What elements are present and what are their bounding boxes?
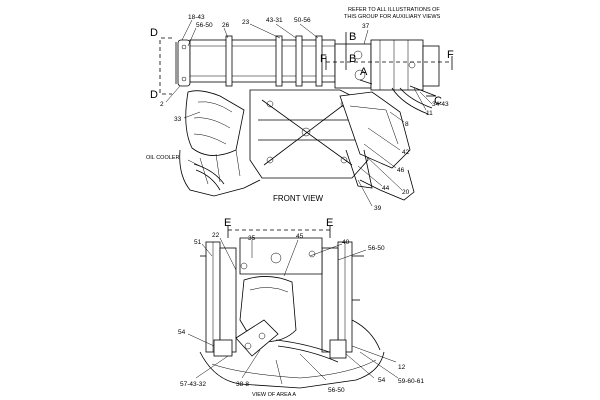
front-view-assembly [175,35,440,201]
callout-59-60-61: 59-60-61 [398,378,424,385]
callout-54-right: 54 [378,377,386,384]
view-letter-f-left: F [320,53,327,65]
callout-45: 45 [296,233,304,240]
front-view-caption: FRONT VIEW [273,194,324,203]
view-letter-d-top: D [150,27,158,39]
callout-12: 12 [398,364,406,371]
view-letter-d-bottom: D [150,89,158,101]
callout-43-31: 43-31 [266,17,283,24]
view-marker-f: F F [320,49,454,70]
view-marker-b: B B [345,31,356,70]
callout-46: 46 [397,167,405,174]
callout-33: 33 [174,116,182,123]
area-a-callouts: 51 22 35 45 40 56-50 54 57-43-32 38-8 56… [178,232,424,394]
area-letter-a: A [360,66,368,78]
callout-23: 23 [242,19,250,26]
front-view-callouts: 18-43 56-50 26 23 43-31 50-56 37 2 33 11… [146,14,449,212]
callout-56-50-top: 56-50 [368,245,385,252]
view-letter-e-left: E [224,217,231,229]
reference-note-line1: REFER TO ALL ILLUSTRATIONS OF [348,7,440,13]
callout-39: 39 [374,205,382,212]
callout-40: 40 [342,239,350,246]
view-letter-f-right: F [447,49,454,61]
callout-20: 20 [402,189,410,196]
callout-54-left: 54 [178,329,186,336]
area-a-caption: VIEW OF AREA A [252,392,296,398]
callout-38-6: 38-8 [236,381,249,388]
area-a-assembly [199,226,385,389]
reference-note-line2: THIS GROUP FOR AUXILIARY VIEWS [344,14,441,20]
callout-56-50-bottom: 56-50 [328,387,345,394]
callout-35: 35 [248,235,256,242]
callout-42: 42 [402,149,410,156]
callout-34-43: 34-43 [432,101,449,108]
callout-2: 2 [160,101,164,108]
callout-18-43: 18-43 [188,14,205,21]
oil-cooler-label: OIL COOLER [146,155,179,161]
view-letter-b-top: B [349,31,356,43]
callout-44: 44 [382,185,390,192]
view-marker-e: E E [224,217,333,229]
callout-37: 37 [362,23,370,30]
callout-11: 11 [426,110,433,117]
callout-8: 8 [405,121,409,128]
callout-50-56: 50-56 [294,17,311,24]
callout-26: 26 [222,22,230,29]
callout-22: 22 [212,232,220,239]
callout-51: 51 [194,239,202,246]
view-letter-b-bottom: B [349,53,356,65]
reference-note: REFER TO ALL ILLUSTRATIONS OF THIS GROUP… [344,7,441,20]
view-marker-d: D D [150,27,172,101]
callout-56-50: 56-50 [196,22,213,29]
view-letter-e-right: E [326,217,333,229]
view-letter-c: C [434,95,442,107]
callout-57-43-32: 57-43-32 [180,381,206,388]
area-markers: A C [359,66,442,107]
